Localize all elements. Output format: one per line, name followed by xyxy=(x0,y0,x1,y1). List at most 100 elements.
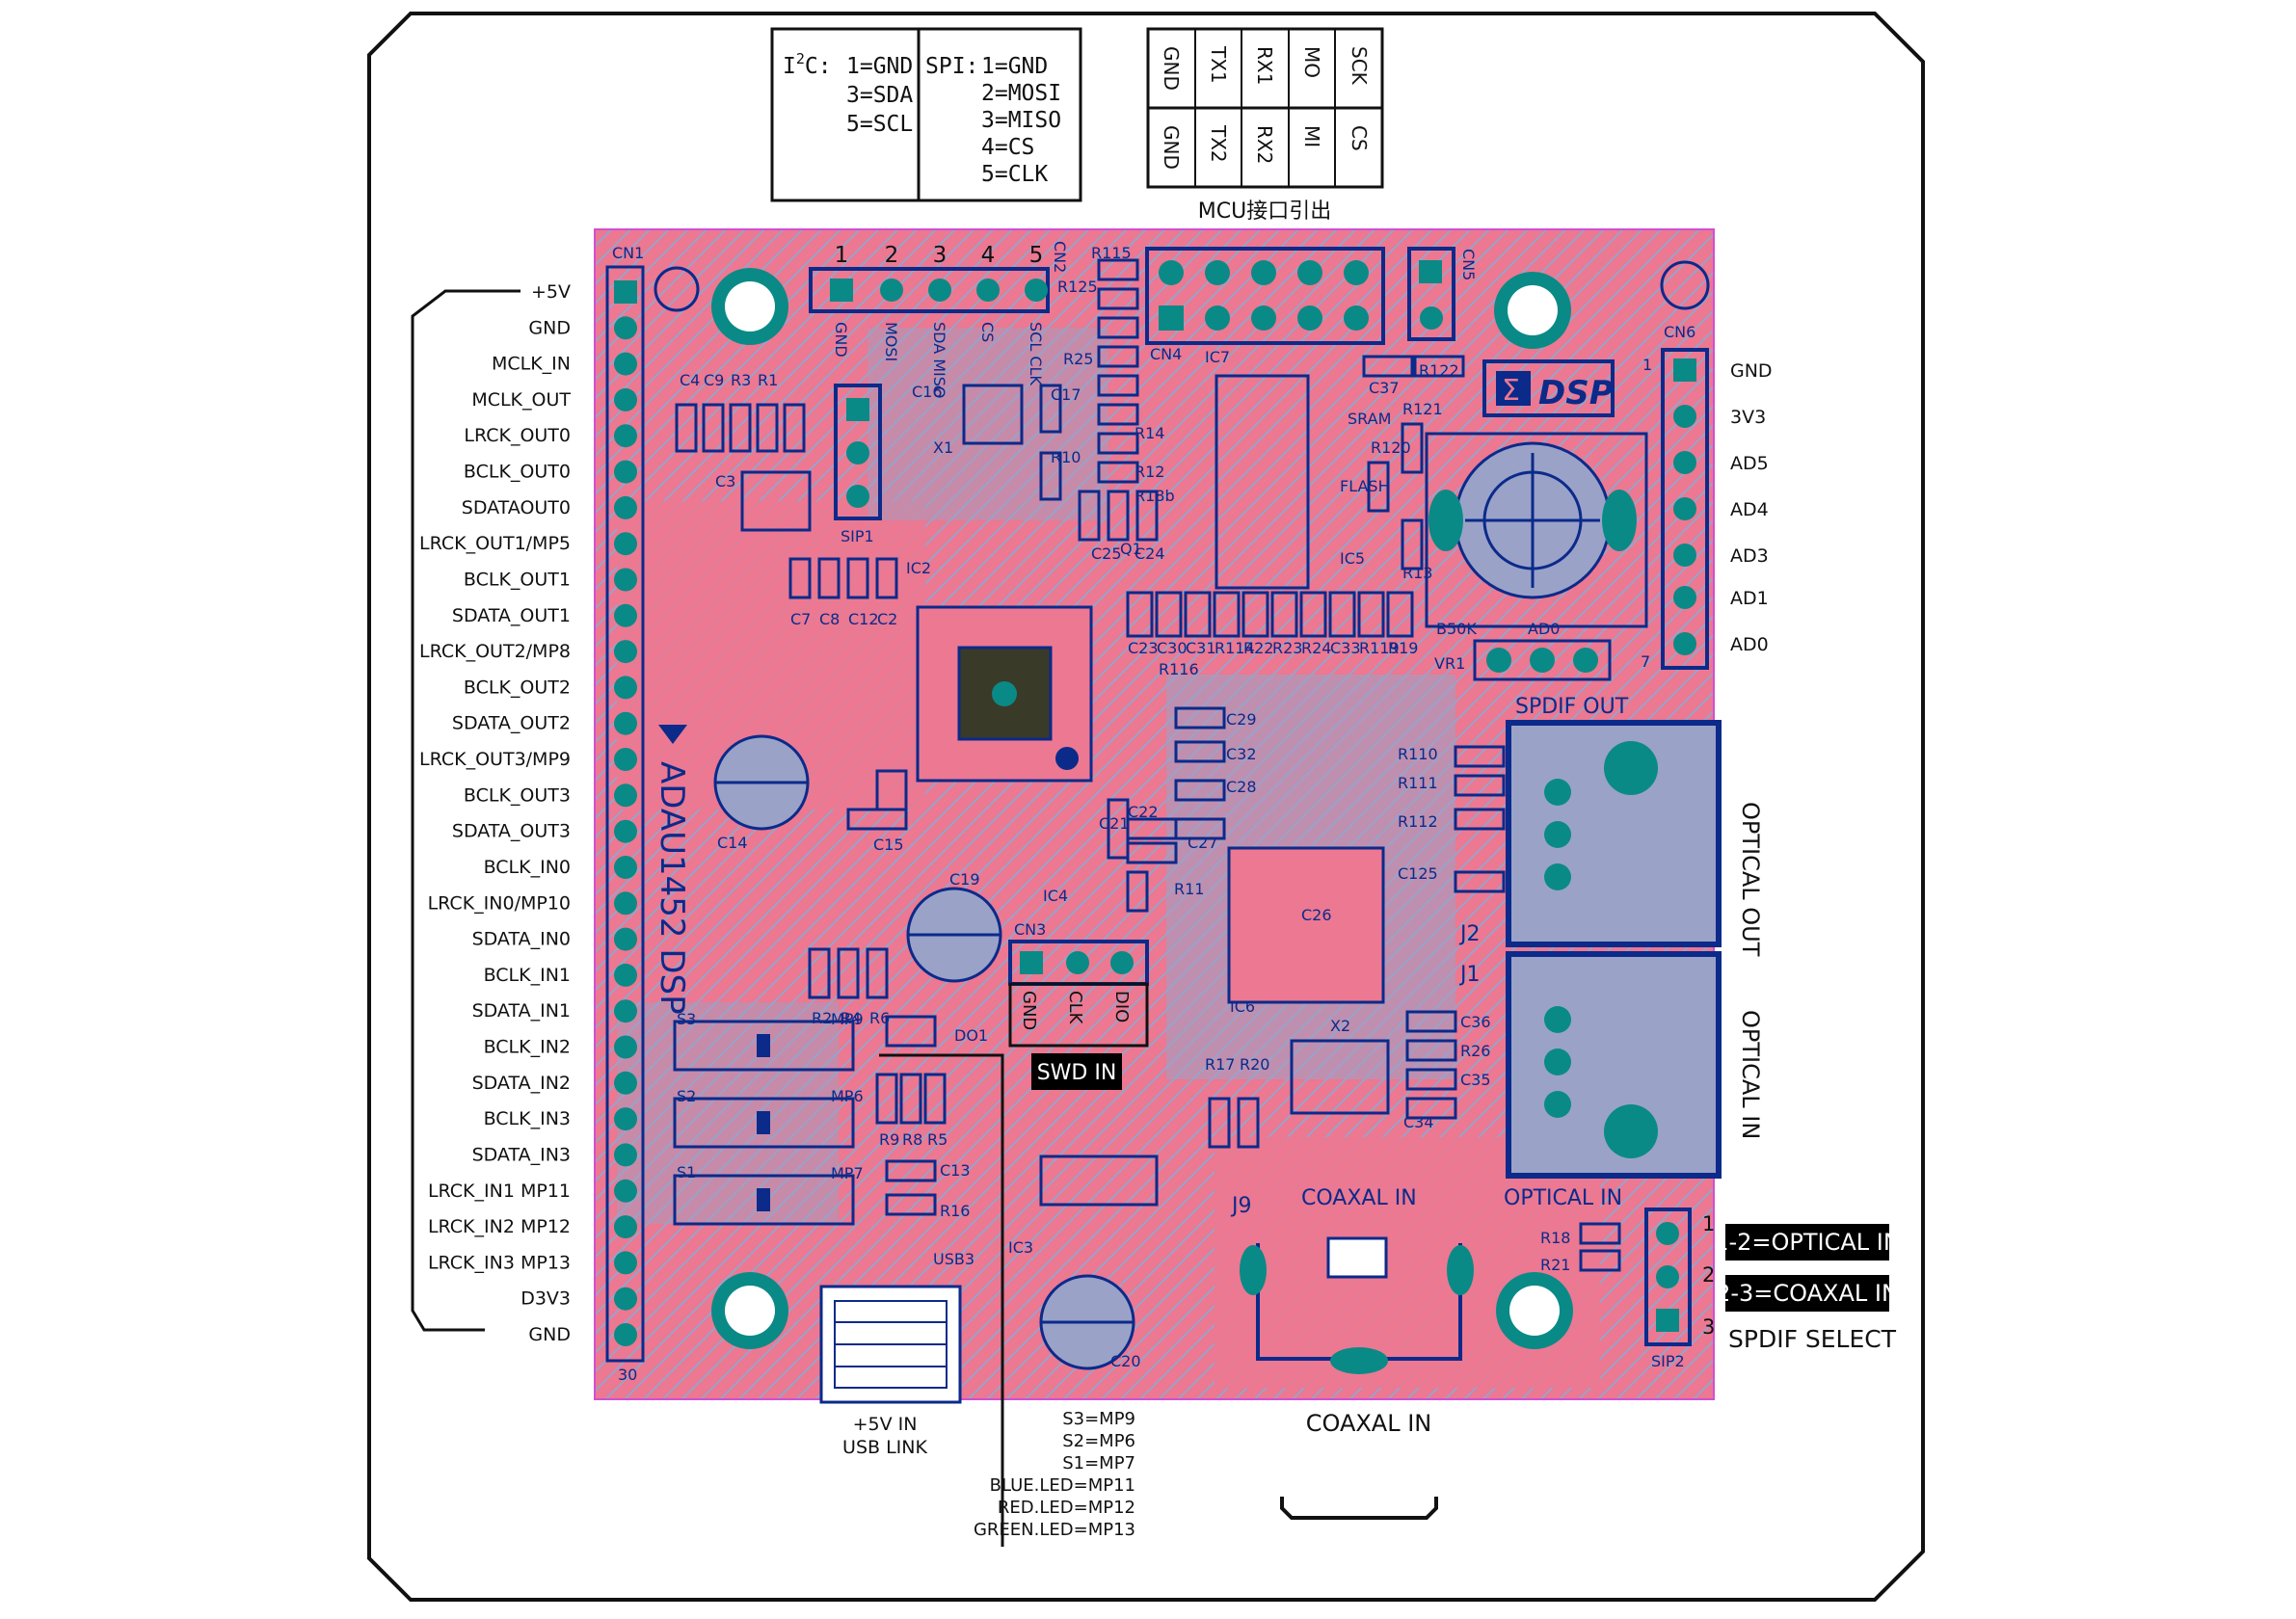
enclosure-outline xyxy=(367,12,1925,1602)
cn6-pin-label: AD4 xyxy=(1730,499,1769,520)
coaxal-in-board-label: COAXAL IN xyxy=(1301,1186,1417,1210)
cn1-pin-label: BCLK_OUT2 xyxy=(464,677,571,698)
cn6-pin-label: AD3 xyxy=(1730,545,1769,567)
part-designator: C32 xyxy=(1226,745,1257,763)
smd-component xyxy=(1405,1097,1457,1120)
coaxal-bracket xyxy=(1280,1497,1438,1520)
spdif-select-notes: 1-2=OPTICAL IN 2-3=COAXAL IN SPDIF SELEC… xyxy=(1714,1224,1901,1353)
cn1-pin-pad xyxy=(614,532,637,556)
smd-component xyxy=(1270,591,1298,638)
cn6-pin-label: AD1 xyxy=(1730,588,1769,609)
part-designator: R4 xyxy=(841,1009,861,1027)
push-button-switch xyxy=(673,1097,855,1149)
coaxal-in-caption: COAXAL IN xyxy=(1306,1410,1432,1437)
cn6-pin7: 7 xyxy=(1641,652,1650,671)
part-designator: C4 xyxy=(680,371,700,389)
cn1-pin-label: D3V3 xyxy=(521,1288,571,1310)
cn2-pin-number: 2 xyxy=(885,243,899,268)
cn6-pin-label: AD0 xyxy=(1730,634,1769,655)
cn1-pin-label: SDATA_IN3 xyxy=(472,1144,571,1165)
coaxal-in-module: COAXAL IN J9 xyxy=(1230,1186,1474,1374)
mp-map-line: S3=MP9 xyxy=(1062,1409,1135,1429)
part-designator: R19 xyxy=(1388,639,1418,657)
smd-component xyxy=(1362,355,1414,378)
smd-component xyxy=(1039,451,1062,501)
i2c-sup: 2 xyxy=(796,50,805,67)
smd-component xyxy=(788,557,812,599)
smd-component xyxy=(1290,1039,1390,1115)
mount-hole-inner xyxy=(725,281,775,332)
mp-map-line: S1=MP7 xyxy=(1062,1453,1135,1473)
usb-power-label: +5V IN xyxy=(853,1414,918,1435)
cn6-pin-label: 3V3 xyxy=(1730,407,1766,428)
part-designator: R1 xyxy=(758,371,778,389)
part-designator: C23 xyxy=(1128,639,1159,657)
cn1-pin-label: MCLK_IN xyxy=(492,354,571,375)
cn2-pin-pad xyxy=(1025,279,1048,302)
cn2-pin-name: SDA MISO xyxy=(930,322,948,399)
mount-hole-inner xyxy=(1509,1286,1560,1336)
cn4-pin-pad xyxy=(1344,305,1369,331)
cn6-pin-label: GND xyxy=(1730,360,1773,382)
cn1-pin-label: LRCK_OUT0 xyxy=(464,425,571,446)
mcu-cell-top: TX1 xyxy=(1207,45,1230,84)
part-designator: R22 xyxy=(1243,639,1273,657)
smd-component xyxy=(1039,384,1062,434)
ic-designator: FLASH xyxy=(1340,477,1390,495)
cn1-pin-pad xyxy=(614,1179,637,1203)
j9-label: J9 xyxy=(1230,1194,1252,1218)
optical-out-module: SPDIF OUT xyxy=(1506,695,1722,947)
smd-component xyxy=(1357,591,1385,638)
cn4-pin-pad xyxy=(1297,260,1322,285)
smd-component xyxy=(1213,591,1241,638)
sip2-header: SIP2 1 2 3 xyxy=(1644,1208,1715,1370)
cn6-ref: CN6 xyxy=(1664,323,1695,341)
cn1-pin-pad xyxy=(614,1251,637,1275)
cn2-pin-number: 4 xyxy=(981,243,996,268)
cn1-pin-pad xyxy=(614,748,637,771)
smd-component xyxy=(1405,1039,1457,1062)
smd-component xyxy=(1579,1249,1621,1272)
sip2-pin-2: 2 xyxy=(1702,1263,1715,1287)
dsp-chip-ic2 xyxy=(916,605,1093,783)
part-designator: R110 xyxy=(1398,745,1438,763)
cn1-pin-label: LRCK_IN3 MP13 xyxy=(428,1252,571,1273)
push-button-actuator xyxy=(757,1111,770,1134)
smd-component xyxy=(1097,345,1139,368)
cn6-pin-pad xyxy=(1673,451,1696,474)
svg-text:I2C:: I2C: xyxy=(783,50,832,79)
smd-component xyxy=(962,384,1024,445)
usb-connector xyxy=(819,1285,962,1404)
smd-component xyxy=(1237,1097,1260,1149)
cn1-pin-pad xyxy=(614,856,637,879)
part-designator: C34 xyxy=(1403,1113,1434,1131)
sip2-ref: SIP2 xyxy=(1651,1352,1685,1370)
swd-pin-clk: CLK xyxy=(1065,991,1085,1025)
fiducial xyxy=(1660,260,1710,310)
cn6-pin-pad xyxy=(1673,358,1696,382)
cn6-pin1: 1 xyxy=(1642,356,1652,374)
part-designator: R120 xyxy=(1371,438,1411,457)
part-designator: C31 xyxy=(1186,639,1216,657)
spdif-out-label: SPDIF OUT xyxy=(1515,695,1629,719)
spi-line-3: 3=MISO xyxy=(981,108,1061,133)
mcu-cell-top: RX1 xyxy=(1253,46,1276,85)
cn4-pin-pad xyxy=(1251,260,1276,285)
smd-component xyxy=(1299,591,1327,638)
smd-component xyxy=(846,557,869,599)
push-button-actuator xyxy=(757,1034,770,1057)
i2c-line-1: 1=GND xyxy=(846,54,913,79)
part-designator: R18b xyxy=(1135,487,1175,505)
cn1-pin-pad xyxy=(614,316,637,340)
part-designator: R2 xyxy=(812,1009,832,1027)
part-designator: C17 xyxy=(1051,385,1081,404)
cn1-pin-label: LRCK_OUT1/MP5 xyxy=(419,533,571,554)
smd-component xyxy=(702,403,725,453)
smd-component xyxy=(899,1073,922,1125)
mp-map-line: S2=MP6 xyxy=(1062,1431,1135,1451)
cn1-pin-pad xyxy=(614,352,637,376)
smd-component xyxy=(1174,740,1226,763)
spi-line-4: 4=CS xyxy=(981,135,1034,160)
